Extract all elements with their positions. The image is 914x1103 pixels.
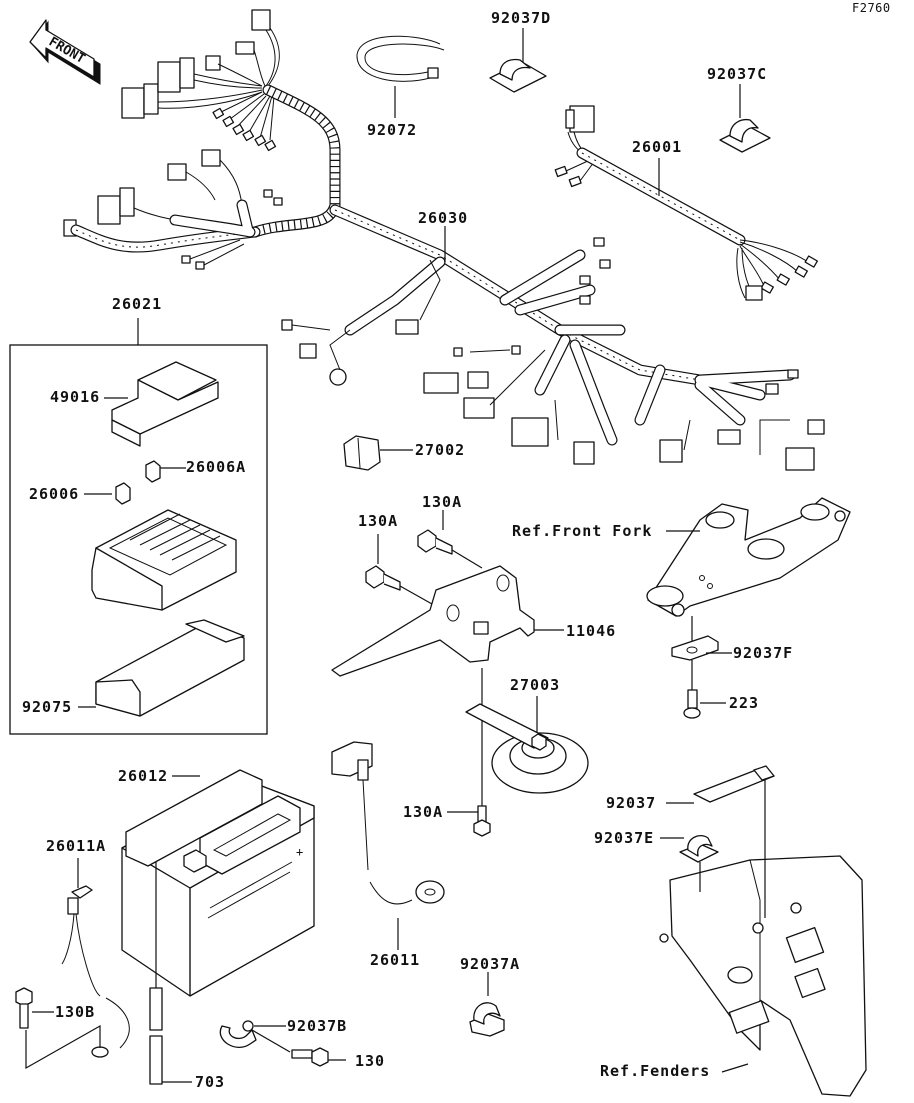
sub-harness-26001 — [554, 105, 818, 301]
front-fork-ref — [646, 497, 851, 719]
bracket-11046 — [331, 510, 564, 677]
clamp-92037A — [469, 972, 505, 1037]
callout-130A-lower[interactable]: 130A — [403, 803, 444, 821]
front-arrow-icon — [29, 19, 101, 85]
callout-27002[interactable]: 27002 — [415, 441, 466, 459]
rear-fender-ref — [659, 855, 867, 1097]
callout-92037B[interactable]: 92037B — [287, 1017, 348, 1035]
callout-703[interactable]: 703 — [195, 1073, 226, 1091]
clamp-92037D — [489, 28, 547, 93]
callout-130B[interactable]: 130B — [55, 1003, 96, 1021]
callout-92037D[interactable]: 92037D — [491, 9, 552, 27]
callout-26001[interactable]: 26001 — [632, 138, 683, 156]
callout-92037A[interactable]: 92037A — [460, 955, 521, 973]
battery-cable-26011 — [331, 741, 445, 950]
callout-26030[interactable]: 26030 — [418, 209, 469, 227]
bolt-130A-icon — [365, 534, 433, 605]
callout-92037C[interactable]: 92037C — [707, 65, 768, 83]
callout-223[interactable]: 223 — [729, 694, 760, 712]
callout-49016[interactable]: 49016 — [50, 388, 101, 406]
bolt-130A-icon — [417, 510, 483, 569]
fuse-26006-icon — [84, 482, 131, 505]
battery-plus-sign: + — [296, 845, 303, 859]
bolt-130A-icon — [447, 805, 491, 837]
junction-box-26021 — [9, 318, 268, 735]
clamp-92037B — [219, 1020, 291, 1053]
callout-130[interactable]: 130 — [355, 1052, 386, 1070]
callout-26021[interactable]: 26021 — [112, 295, 163, 313]
callout-92075[interactable]: 92075 — [22, 698, 73, 716]
callout-26011A[interactable]: 26011A — [46, 837, 107, 855]
callout-130A-upper-left[interactable]: 130A — [358, 512, 399, 530]
battery-26012: + — [121, 769, 315, 997]
relay-27002 — [343, 435, 413, 471]
clamp-92037E — [660, 835, 719, 892]
callout-92037E[interactable]: 92037E — [594, 829, 655, 847]
battery-cable-26011A — [61, 858, 130, 1058]
callout-26006A[interactable]: 26006A — [186, 458, 247, 476]
main-harness-26030 — [63, 9, 825, 471]
callout-27003[interactable]: 27003 — [510, 676, 561, 694]
clamp-92037C — [719, 84, 771, 153]
callout-26012[interactable]: 26012 — [118, 767, 169, 785]
callout-26006[interactable]: 26006 — [29, 485, 80, 503]
callout-130A-upper-right[interactable]: 130A — [422, 493, 463, 511]
breather-tube-703 — [149, 862, 192, 1085]
cable-band-92072 — [356, 35, 445, 118]
callout-92072[interactable]: 92072 — [367, 121, 418, 139]
callout-26011[interactable]: 26011 — [370, 951, 421, 969]
figure-id: F2760 — [852, 1, 891, 15]
bolt-130B-icon — [15, 987, 101, 1070]
bolt-130-icon — [291, 1047, 346, 1067]
horn-27003 — [447, 668, 589, 837]
band-92037 — [666, 765, 775, 918]
callout-ref-fenders[interactable]: Ref.Fenders — [600, 1062, 711, 1080]
callout-11046[interactable]: 11046 — [566, 622, 617, 640]
callout-92037[interactable]: 92037 — [606, 794, 657, 812]
callout-ref-front-fork[interactable]: Ref.Front Fork — [512, 522, 653, 540]
fuse-26006A-icon — [145, 460, 186, 483]
callout-92037F[interactable]: 92037F — [733, 644, 794, 662]
